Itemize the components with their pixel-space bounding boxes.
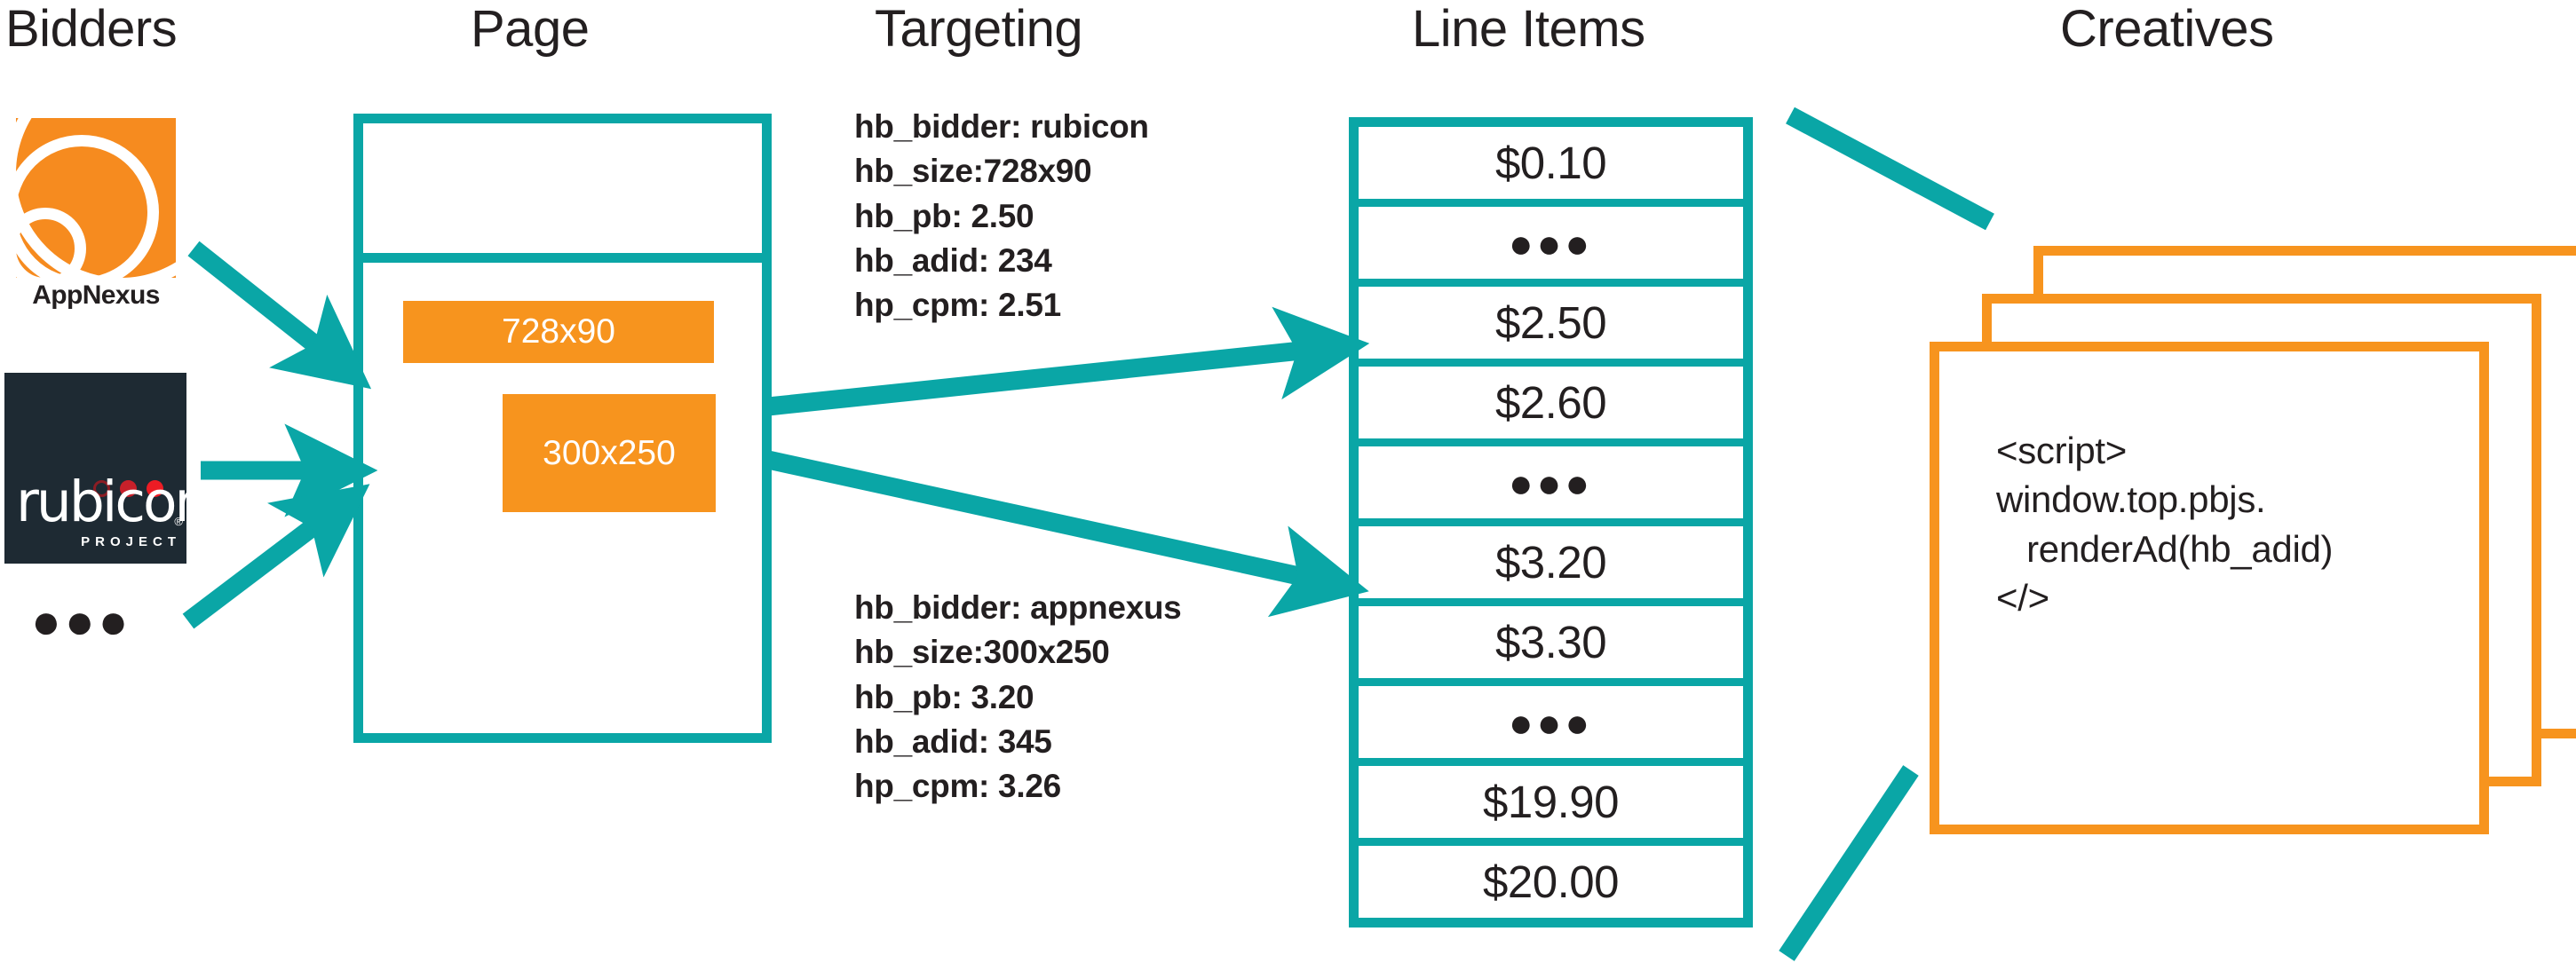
line-item-row[interactable]: $20.00 [1483,856,1620,907]
column-header-line-items: Line Items [1412,0,1645,58]
appnexus-logo-label: AppNexus [32,280,160,310]
rubicon-dot-1 [93,480,110,497]
ad-slot-728x90[interactable]: 728x90 [403,301,714,363]
ad-slot-300x250[interactable]: 300x250 [503,394,716,512]
column-header-page: Page [471,0,590,58]
page-header-divider [363,253,762,263]
connector-line-items-to-creatives-bottom [1779,765,1919,961]
page-panel: 728x90 300x250 [353,114,772,743]
rubicon-logo-wordmark: rubicon [16,470,186,534]
bidders-more-ellipsis: ●●● [31,593,132,649]
line-item-row[interactable]: $3.30 [1359,606,1743,686]
column-header-targeting: Targeting [875,0,1083,58]
line-item-row: ●●● [1359,446,1743,526]
line-item-row[interactable]: $19.90 [1359,766,1743,846]
creative-card-front[interactable] [1930,342,2489,834]
targeting-block-appnexus: hb_bidder: appnexus hb_size:300x250 hb_p… [854,589,1182,805]
arrow-page-to-line-item-320 [765,450,1369,618]
line-item-row: ●●● [1359,207,1743,287]
targeting-block-rubicon: hb_bidder: rubicon hb_size:728x90 hb_pb:… [854,108,1149,324]
rubicon-logo-subtext: PROJECT [81,534,181,549]
rubicon-logo-icon: rubicon ® PROJECT [4,373,186,564]
line-item-row[interactable]: $2.60 [1359,367,1743,446]
connector-line-items-to-creatives-top [1786,107,1994,231]
creative-code-snippet: <script> window.top.pbjs. renderAd(hb_ad… [1996,430,2334,620]
appnexus-logo-icon [16,118,176,278]
line-item-row: ●●● [1359,686,1743,766]
rubicon-dot-3 [147,480,163,497]
line-items-list: $0.10 ●●● $2.50 $2.60 ●●● $3.20 $3.30 ●●… [1349,117,1753,927]
line-item-row[interactable]: $2.50 [1359,287,1743,367]
column-header-creatives: Creatives [2060,0,2274,58]
rubicon-dot-2 [120,480,137,497]
arrow-appnexus-to-page [187,241,372,390]
arrow-other-bidders-to-page [182,484,370,629]
column-header-bidders: Bidders [5,0,178,58]
line-item-row[interactable]: $0.10 [1359,127,1743,207]
line-item-row[interactable]: $3.20 [1359,526,1743,606]
arrow-page-to-line-item-250 [766,306,1370,416]
rubicon-registered-mark: ® [174,515,183,528]
